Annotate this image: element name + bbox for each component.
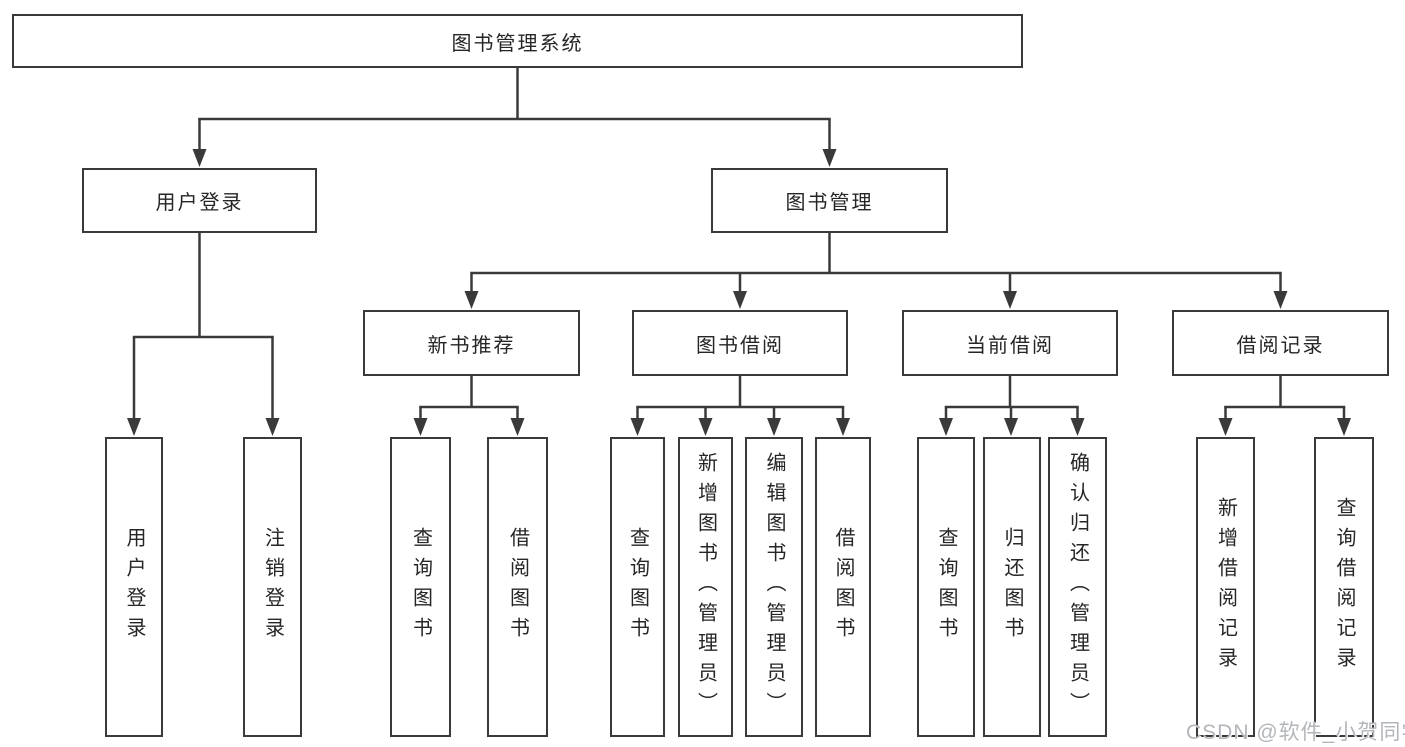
- node-new-book-recommend-label: 新书推荐: [427, 334, 516, 357]
- watermark: CSDN @软件_小贺同学: [1186, 721, 1405, 744]
- node-library-system-label: 图书管理系统: [451, 32, 584, 55]
- leaf-borrow-book-label: 借阅图书: [832, 527, 854, 647]
- leaf-logout-label: 注销登录: [261, 527, 284, 647]
- leaf-logout: 注销登录: [243, 437, 302, 737]
- leaf-recommend-borrow-book-label: 借阅图书: [506, 527, 529, 647]
- leaf-return-book: 归还图书: [983, 437, 1041, 737]
- arrowhead-icon: [265, 418, 280, 436]
- node-current-borrow-label: 当前借阅: [966, 334, 1054, 357]
- leaf-edit-book-admin: 编辑图书（管理员）: [745, 437, 803, 737]
- node-user-login-label: 用户登录: [155, 192, 244, 214]
- arrowhead-icon: [413, 418, 428, 436]
- node-current-borrow: 当前借阅: [902, 310, 1118, 376]
- arrowhead-icon: [698, 418, 713, 436]
- arrowhead-icon: [510, 418, 525, 436]
- arrowhead-icon: [939, 418, 953, 436]
- leaf-confirm-return-admin: 确认归还（管理员）: [1048, 437, 1107, 737]
- leaf-recommend-query-book: 查询图书: [390, 437, 451, 737]
- leaf-add-borrow-record-label: 新增借阅记录: [1214, 497, 1237, 677]
- node-borrow-record: 借阅记录: [1172, 310, 1389, 376]
- leaf-recommend-query-book-label: 查询图书: [409, 527, 432, 647]
- leaf-query-borrow-record: 查询借阅记录: [1314, 437, 1374, 737]
- arrowhead-icon: [767, 418, 781, 436]
- leaf-add-book-admin: 新增图书（管理员）: [678, 437, 733, 737]
- arrowhead-icon: [464, 291, 479, 309]
- arrowhead-icon: [1218, 418, 1233, 436]
- node-book-borrow: 图书借阅: [632, 310, 848, 376]
- leaf-current-query-book: 查询图书: [917, 437, 975, 737]
- node-new-book-recommend: 新书推荐: [363, 310, 580, 376]
- leaf-add-borrow-record: 新增借阅记录: [1196, 437, 1255, 737]
- node-user-login: 用户登录: [82, 168, 317, 233]
- leaf-return-book-label: 归还图书: [1001, 527, 1023, 647]
- leaf-borrow-query-book: 查询图书: [610, 437, 665, 737]
- arrowhead-icon: [1004, 418, 1018, 436]
- arrowhead-icon: [192, 149, 207, 167]
- leaf-user-login-label: 用户登录: [123, 527, 145, 647]
- arrowhead-icon: [1003, 291, 1017, 309]
- arrowhead-icon: [1273, 291, 1288, 309]
- leaf-add-book-admin-label: 新增图书（管理员）: [694, 452, 717, 722]
- node-book-borrow-label: 图书借阅: [696, 334, 784, 357]
- node-book-management: 图书管理: [711, 168, 948, 233]
- arrowhead-icon: [822, 149, 837, 167]
- node-borrow-record-label: 借阅记录: [1236, 334, 1325, 357]
- arrowhead-icon: [733, 291, 747, 309]
- arrowhead-icon: [630, 418, 645, 436]
- arrowhead-icon: [1337, 418, 1351, 436]
- arrowhead-icon: [127, 418, 141, 436]
- leaf-query-borrow-record-label: 查询借阅记录: [1333, 497, 1355, 677]
- arrowhead-icon: [1070, 418, 1085, 436]
- leaf-edit-book-admin-label: 编辑图书（管理员）: [763, 452, 785, 722]
- leaf-confirm-return-admin-label: 确认归还（管理员）: [1066, 452, 1089, 722]
- node-library-system: 图书管理系统: [12, 14, 1023, 68]
- leaf-borrow-book: 借阅图书: [815, 437, 871, 737]
- arrowhead-icon: [836, 418, 850, 436]
- node-book-management-label: 图书管理: [785, 192, 874, 214]
- leaf-recommend-borrow-book: 借阅图书: [487, 437, 548, 737]
- leaf-borrow-query-book-label: 查询图书: [626, 527, 649, 647]
- leaf-current-query-book-label: 查询图书: [935, 527, 957, 647]
- leaf-user-login: 用户登录: [105, 437, 163, 737]
